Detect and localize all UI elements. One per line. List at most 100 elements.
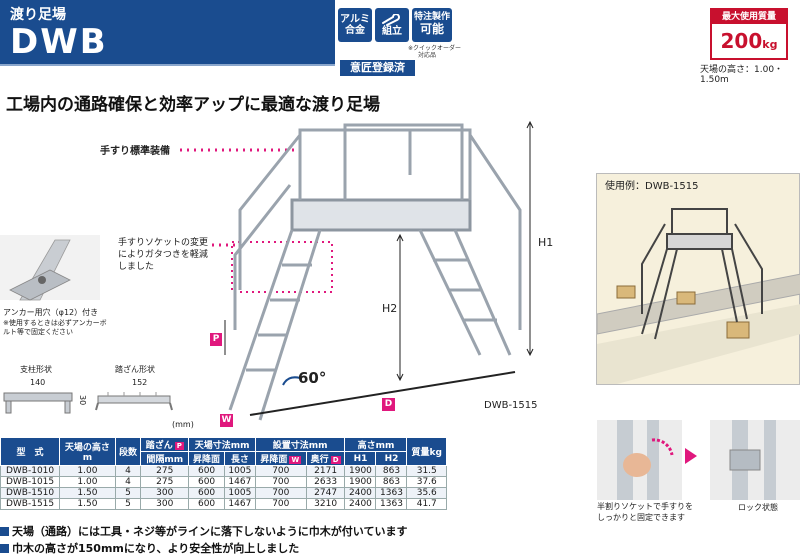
bullet-square-icon (0, 527, 9, 536)
table-cell: DWB-1010 (0, 465, 61, 477)
aluminum-badge: アルミ 合金 (338, 8, 372, 42)
headline: 工場内の通路確保と効率アップに最適な渡り足場 (6, 95, 380, 115)
table-cell: 863 (375, 465, 408, 477)
angle-label: 60° (298, 369, 327, 387)
table-cell: 300 (140, 498, 190, 510)
table-cell: 1363 (375, 498, 408, 510)
special-order-badge: 特注製作 可能 (412, 8, 452, 42)
th-model: 型 式 (0, 437, 61, 466)
table-cell: 5 (114, 498, 142, 510)
table-cell: 1.50 (59, 498, 116, 510)
lock-state-label: ロック状態 (738, 503, 778, 512)
table-cell: 3210 (305, 498, 346, 510)
table-cell: 1467 (223, 498, 256, 510)
th-pitch-sub: 間隔mm (140, 451, 190, 466)
table-cell: 37.6 (406, 476, 447, 488)
table-cell: 1005 (223, 465, 256, 477)
max-load-label: 最大使用質量 (712, 10, 786, 24)
header-bar: 渡り足場 DWB (0, 0, 335, 64)
d-tag: D (382, 398, 395, 411)
table-cell: DWB-1510 (0, 487, 61, 499)
anchor-detail-image (0, 235, 100, 301)
platform-height-note: 天場の高さ：1.00・1.50m (700, 65, 784, 85)
table-cell: 31.5 (406, 465, 447, 477)
table-cell: 4 (114, 465, 142, 477)
assembly-badge: 組立 (375, 8, 409, 42)
lock-state-image (710, 420, 800, 500)
product-diagram (0, 120, 534, 421)
th-install-dims: 設置寸法mm (254, 437, 346, 452)
table-cell: 2400 (344, 487, 377, 499)
step-profile-icon (95, 392, 173, 411)
handrail-std-label: 手すり標準装備 (100, 146, 170, 157)
th-platform-dims: 天場寸法mm (188, 437, 256, 452)
socket-detail-image (597, 420, 682, 500)
table-cell: 2633 (305, 476, 346, 488)
diagram-model-label: DWB-1515 (484, 400, 538, 411)
table-cell: 1900 (344, 465, 377, 477)
feature-2: 巾木の高さが150mmになり、より安全性が向上しました (0, 540, 299, 556)
socket-change-label: 手すりソケットの変更 によりガタつきを軽減 しました (118, 238, 209, 273)
post-height-label: 30 (77, 395, 87, 406)
post-width-label: 140 (30, 378, 46, 387)
step-width-label: 152 (132, 378, 148, 387)
quick-order-note: ※クイックオーダー 対応品 (408, 45, 462, 60)
socket-note: 半割りソケットで手すりを しっかりと固定できます (597, 502, 693, 522)
table-cell: 4 (114, 476, 142, 488)
table-cell: 35.6 (406, 487, 447, 499)
table-cell: 275 (140, 476, 190, 488)
model-name: DWB (10, 22, 108, 62)
unit-mm-label: (mm) (172, 420, 194, 429)
th-h1: H1 (344, 451, 377, 466)
table-cell: DWB-1515 (0, 498, 61, 510)
table-cell: 863 (375, 476, 408, 488)
table-cell: 275 (140, 465, 190, 477)
stair-frame (228, 123, 522, 421)
table-cell: 2400 (344, 498, 377, 510)
table-cell: 700 (254, 465, 307, 477)
table-cell: 1900 (344, 476, 377, 488)
bullet-square-icon (0, 544, 9, 553)
callout-dots (180, 148, 333, 293)
table-cell: 1.00 (59, 465, 116, 477)
table-cell: 600 (188, 498, 225, 510)
table-cell: 700 (254, 476, 307, 488)
table-cell: 600 (188, 465, 225, 477)
h1-label: H1 (538, 236, 554, 249)
category-label: 渡り足場 (10, 7, 66, 23)
table-cell: 700 (254, 498, 307, 510)
th-weight: 質量kg (406, 437, 447, 466)
anchor-hole-label: アンカー用穴（φ12）付き ※使用するときは必ずアンカーボ ルト等で固定ください (3, 308, 107, 337)
dimension-lines (224, 120, 534, 416)
feature-1: 天場（通路）には工具・ネジ等がラインに落下しないように巾木が付いています (0, 523, 407, 539)
table-cell: 1.00 (59, 476, 116, 488)
table-cell: 2171 (305, 465, 346, 477)
max-load-value: 200kg (720, 29, 778, 53)
table-cell: 1.50 (59, 487, 116, 499)
design-registered-badge: 意匠登録済 (340, 60, 415, 76)
header-underline (0, 64, 335, 66)
usage-example-label: 使用例：DWB-1515 (605, 181, 699, 192)
th-h2: H2 (375, 451, 408, 466)
table-cell: 600 (188, 476, 225, 488)
post-profile-icon (3, 392, 73, 414)
wrench-icon (382, 13, 400, 26)
usage-example-panel: 使用例：DWB-1515 (596, 173, 800, 385)
h2-label: H2 (382, 302, 398, 315)
step-shape-label: 踏ざん形状 (115, 365, 155, 374)
p-tag: P (210, 333, 222, 346)
th-dim-width: 昇降面 (188, 451, 225, 466)
max-load-badge: 最大使用質量 200kg (710, 8, 788, 60)
post-shape-label: 支柱形状 (20, 365, 52, 374)
arrow-right-icon (685, 448, 697, 464)
th-height: 高さmm (344, 437, 408, 452)
